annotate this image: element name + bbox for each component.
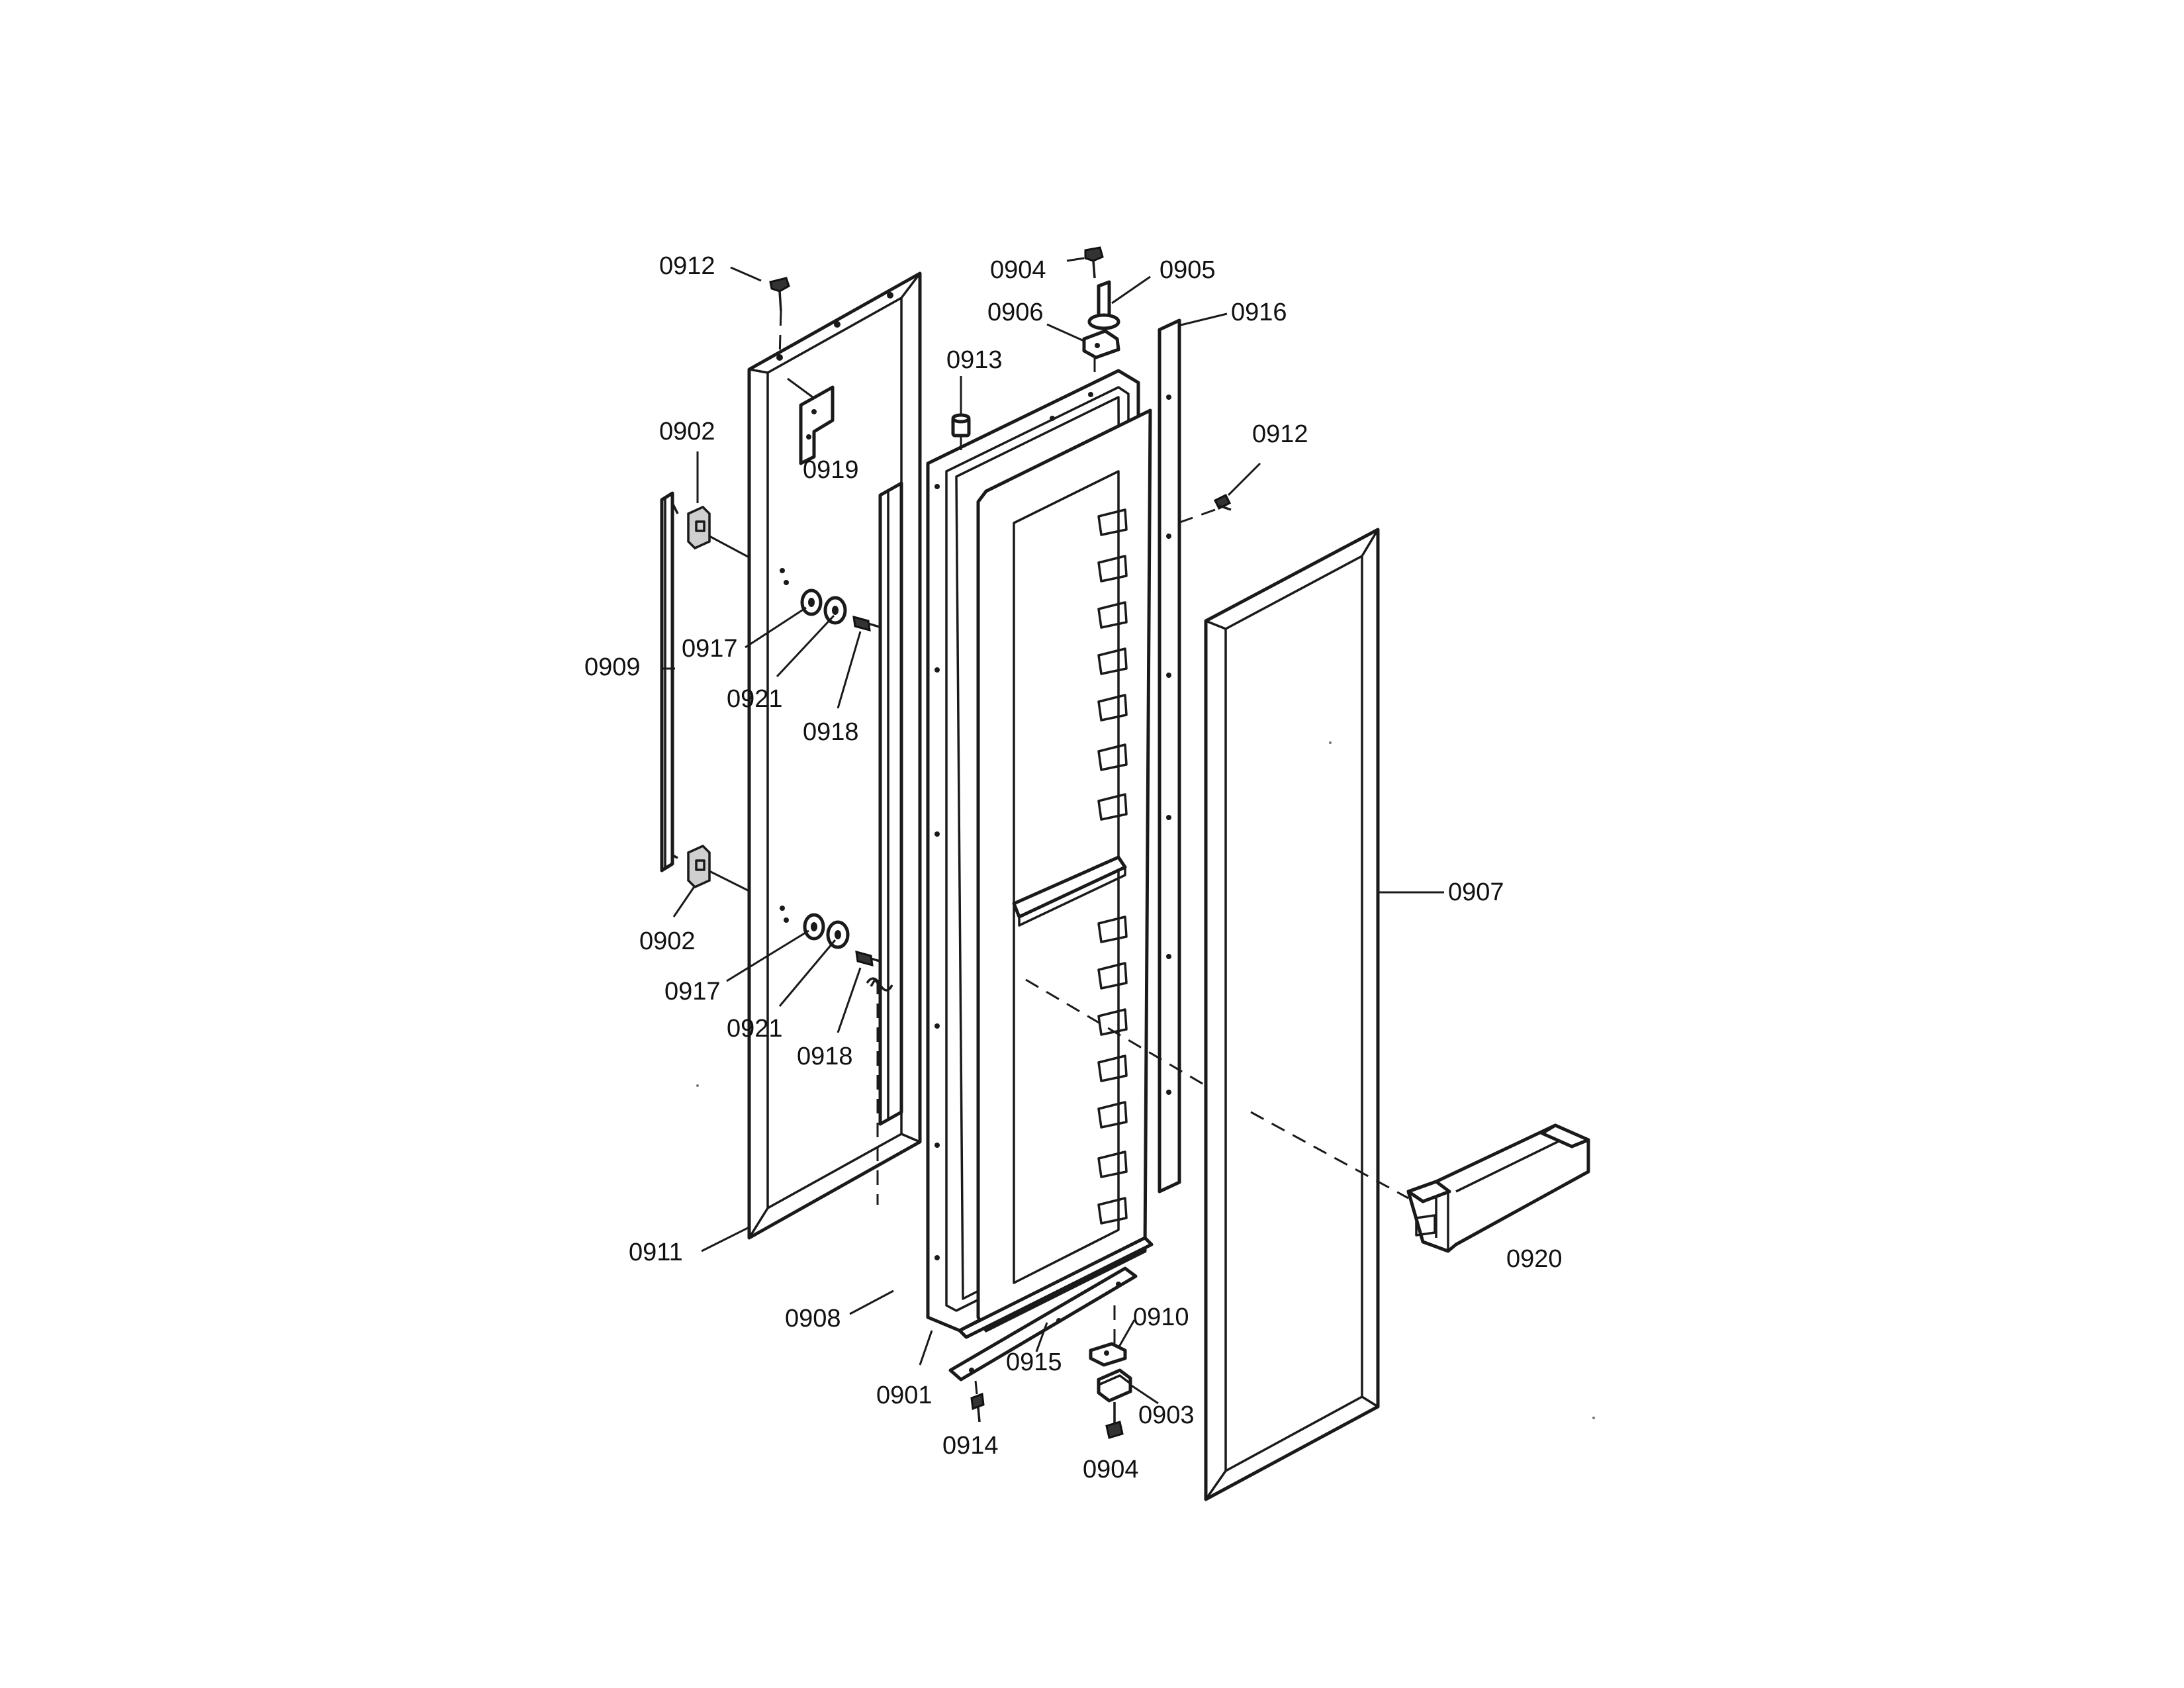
callout-0919: 0919 (803, 456, 859, 484)
plug-0913 (951, 413, 971, 457)
callout-0909: 0909 (584, 653, 641, 681)
callout-0915: 0915 (1006, 1348, 1062, 1376)
callout-0918-bottom: 0918 (797, 1043, 853, 1070)
screw-0904-bottom (1105, 1402, 1124, 1439)
screw-0914 (970, 1380, 985, 1423)
callout-0904-top: 0904 (990, 256, 1046, 284)
washer-0921-lower (826, 920, 850, 949)
callout-0904-bottom: 0904 (1083, 1456, 1139, 1483)
screw-0912-top (769, 277, 790, 358)
callout-0916: 0916 (1231, 299, 1287, 326)
callout-0903: 0903 (1138, 1401, 1195, 1429)
screw-0912-right (1177, 493, 1232, 524)
callout-0912-right: 0912 (1252, 420, 1308, 448)
handle-bar-0909 (660, 491, 679, 872)
screw-0904-top (1084, 246, 1104, 279)
hinge-pin-0905 (1087, 280, 1120, 330)
door-frame-0907 (1204, 528, 1380, 1501)
hinge-0903 (1097, 1368, 1132, 1403)
callout-0905: 0905 (1160, 256, 1216, 284)
callout-0910: 0910 (1133, 1303, 1189, 1331)
handle-cap-top-0902 (687, 505, 711, 550)
callout-0914: 0914 (942, 1432, 999, 1460)
screw-0918-lower (855, 950, 885, 967)
callout-0912-top: 0912 (659, 252, 715, 280)
callout-0901: 0901 (876, 1382, 933, 1409)
callout-0920: 0920 (1506, 1245, 1563, 1273)
hinge-plate-0906 (1082, 329, 1120, 381)
callout-0902-top: 0902 (659, 418, 715, 445)
callout-0911: 0911 (629, 1239, 683, 1266)
callout-0917-top: 0917 (682, 635, 738, 663)
callout-0921-top: 0921 (727, 685, 783, 713)
callout-0907: 0907 (1448, 878, 1504, 906)
callout-0913: 0913 (946, 346, 1003, 374)
callout-0906: 0906 (987, 299, 1044, 326)
callout-0918-top: 0918 (803, 718, 859, 746)
callout-0902-bottom: 0902 (639, 927, 696, 955)
handle-cap-bottom-0902 (687, 844, 711, 889)
inner-door-liner-0901 (926, 369, 1154, 1339)
assembly-line-bin (1025, 978, 1409, 1199)
scan-specks (696, 741, 1595, 1419)
washer-0917-upper (800, 588, 823, 616)
bracket-0919 (799, 385, 835, 465)
gasket-strip-0908 (866, 481, 903, 1205)
side-strip-0916 (1158, 318, 1181, 1194)
callout-0917-bottom: 0917 (664, 978, 721, 1006)
door-bin-0920 (1406, 1123, 1590, 1253)
callout-0921-bottom: 0921 (727, 1015, 783, 1043)
washer-0917-lower (803, 913, 825, 941)
callout-labels: 0912 0919 0902 0909 0917 0921 0918 0902 … (584, 252, 1563, 1483)
callout-0908: 0908 (785, 1305, 841, 1333)
leader-lines (662, 257, 1444, 1405)
door-outer-panel-0911 (747, 271, 922, 1240)
bottom-strip-0915 (948, 1266, 1138, 1382)
washer-0921-upper (823, 596, 847, 625)
hinge-0910 (1089, 1297, 1127, 1367)
